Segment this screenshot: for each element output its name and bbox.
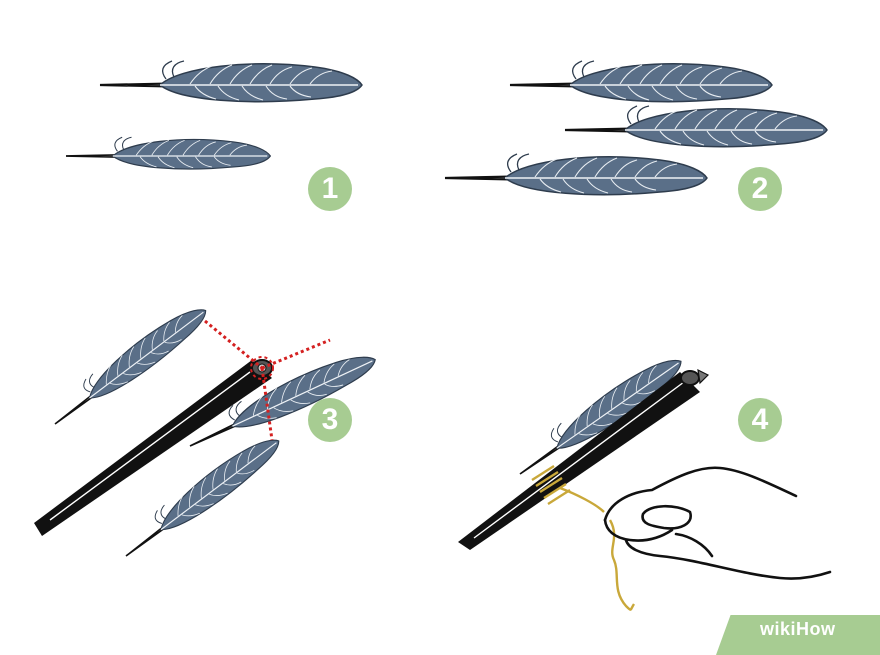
step3-assembly [34, 295, 382, 567]
step4-hand [603, 466, 832, 580]
step2-feather-top [508, 59, 774, 103]
instruction-illustration: 1 2 3 4 wikiHow [34, 59, 880, 655]
step3-arrow-shaft [34, 360, 272, 536]
step-badge-2: 2 [738, 167, 782, 211]
step-badge-4: 4 [738, 398, 782, 442]
step-badge-1: 1 [308, 167, 352, 211]
step1-feather-large [98, 59, 364, 103]
step2-feather-middle [563, 104, 829, 148]
illustration-canvas [34, 59, 832, 611]
watermark-text: wikiHow [760, 619, 836, 639]
step4-assembly [458, 345, 832, 611]
step3-placement-guides [204, 319, 331, 441]
step1-feather-small [65, 136, 272, 170]
step-badge-3: 3 [308, 398, 352, 442]
step2-feather-bottom [443, 152, 709, 196]
step4-thread-wrap [531, 464, 636, 611]
